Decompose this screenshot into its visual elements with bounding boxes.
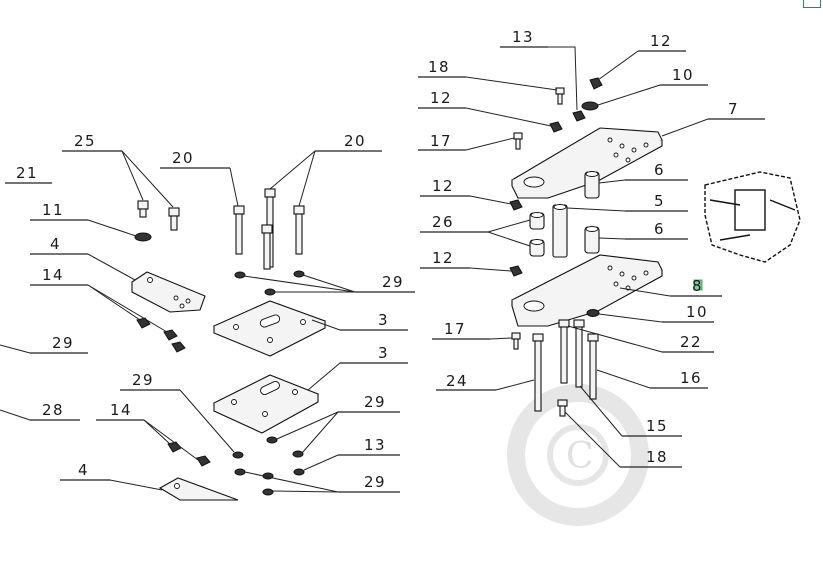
frame-corner-marker xyxy=(803,0,821,8)
highlight-marker xyxy=(693,279,703,291)
callout-28: 28 xyxy=(42,401,64,419)
bracket-4-top xyxy=(131,271,206,313)
callout-10: 10 xyxy=(672,66,694,84)
callout-26: 26 xyxy=(432,213,454,231)
bolt-18-top xyxy=(555,87,565,105)
nut-29-f xyxy=(266,436,278,444)
callout-16: 16 xyxy=(680,369,702,387)
arm-8 xyxy=(511,254,663,327)
callout-24: 24 xyxy=(446,372,468,390)
nut-13-top xyxy=(572,110,586,122)
callout-20: 20 xyxy=(344,132,366,150)
callout-12: 12 xyxy=(430,89,452,107)
watermark-letter: C xyxy=(566,436,594,477)
washer-10-top xyxy=(581,101,599,111)
callout-18: 18 xyxy=(428,58,450,76)
bolt-20-c xyxy=(293,205,305,255)
callout-17: 17 xyxy=(444,320,466,338)
callout-15: 15 xyxy=(646,417,668,435)
callout-12: 12 xyxy=(432,249,454,267)
bolt-17-top xyxy=(513,132,523,150)
bolt-17-b xyxy=(511,332,521,350)
nut-29-j xyxy=(262,488,274,496)
nut-14-e xyxy=(196,455,211,467)
nut-29-h xyxy=(293,468,305,476)
bolt-25-a xyxy=(137,200,149,218)
plate-3-lower xyxy=(212,374,320,434)
assembly-thumbnail xyxy=(704,171,801,263)
nut-14-b xyxy=(163,329,178,341)
callout-6: 6 xyxy=(654,161,665,179)
long-bolt-22 xyxy=(558,319,570,384)
bolt-20-a xyxy=(233,205,245,255)
washer-11 xyxy=(134,232,152,242)
callout-29: 29 xyxy=(52,334,74,352)
callout-14: 14 xyxy=(110,401,132,419)
nut-29-d xyxy=(232,451,244,459)
washer-10-b xyxy=(586,309,600,317)
long-bolt-16 xyxy=(587,333,599,400)
callout-22: 22 xyxy=(680,333,702,351)
nut-12-c xyxy=(509,265,523,277)
callout-10: 10 xyxy=(686,303,708,321)
nut-29-g xyxy=(292,450,304,458)
callout-29: 29 xyxy=(364,473,386,491)
bolt-25-b xyxy=(168,207,180,231)
callout-17: 17 xyxy=(430,132,452,150)
callout-5: 5 xyxy=(654,192,665,210)
bushing-26-b xyxy=(529,239,545,257)
bracket-4-bottom xyxy=(158,477,239,501)
bolt-20-d xyxy=(261,224,273,270)
callout-3: 3 xyxy=(378,311,389,329)
nut-29-e xyxy=(234,468,246,476)
callout-13: 13 xyxy=(364,436,386,454)
nut-14-c xyxy=(171,341,186,353)
callout-20: 20 xyxy=(172,149,194,167)
bushing-6-a xyxy=(584,171,600,199)
long-bolt-15 xyxy=(573,319,585,388)
pin-5 xyxy=(552,204,568,258)
nut-12-a xyxy=(549,121,563,133)
callout-6: 6 xyxy=(654,220,665,238)
arm-7 xyxy=(511,127,663,199)
callout-21: 21 xyxy=(16,164,38,182)
plate-3-upper xyxy=(212,300,327,357)
callout-25: 25 xyxy=(74,132,96,150)
nut-29-c xyxy=(264,288,276,296)
watermark-gear: C xyxy=(507,384,649,526)
callout-14: 14 xyxy=(42,266,64,284)
nut-12-top xyxy=(589,77,603,90)
callout-labels: 13 12 18 10 12 7 17 25 20 20 6 21 12 5 1… xyxy=(16,28,739,491)
callout-12: 12 xyxy=(432,177,454,195)
bolt-18-b xyxy=(557,399,568,417)
long-bolt-24 xyxy=(532,333,544,412)
nut-29-b xyxy=(293,270,305,278)
leader-lines xyxy=(0,46,765,493)
callout-29: 29 xyxy=(364,393,386,411)
callout-4: 4 xyxy=(78,461,89,479)
callout-29: 29 xyxy=(382,273,404,291)
callout-18: 18 xyxy=(646,448,668,466)
callout-4: 4 xyxy=(50,235,61,253)
callout-7: 7 xyxy=(728,100,739,118)
callout-3: 3 xyxy=(378,344,389,362)
callout-29: 29 xyxy=(132,371,154,389)
callout-11: 11 xyxy=(42,201,64,219)
nut-29-a xyxy=(234,271,246,279)
callout-12: 12 xyxy=(650,32,672,50)
callout-13: 13 xyxy=(512,28,534,46)
bushing-26-a xyxy=(529,212,545,230)
bushing-6-b xyxy=(584,226,600,254)
callout-8: 8 xyxy=(692,277,703,295)
nut-12-b xyxy=(509,199,523,211)
